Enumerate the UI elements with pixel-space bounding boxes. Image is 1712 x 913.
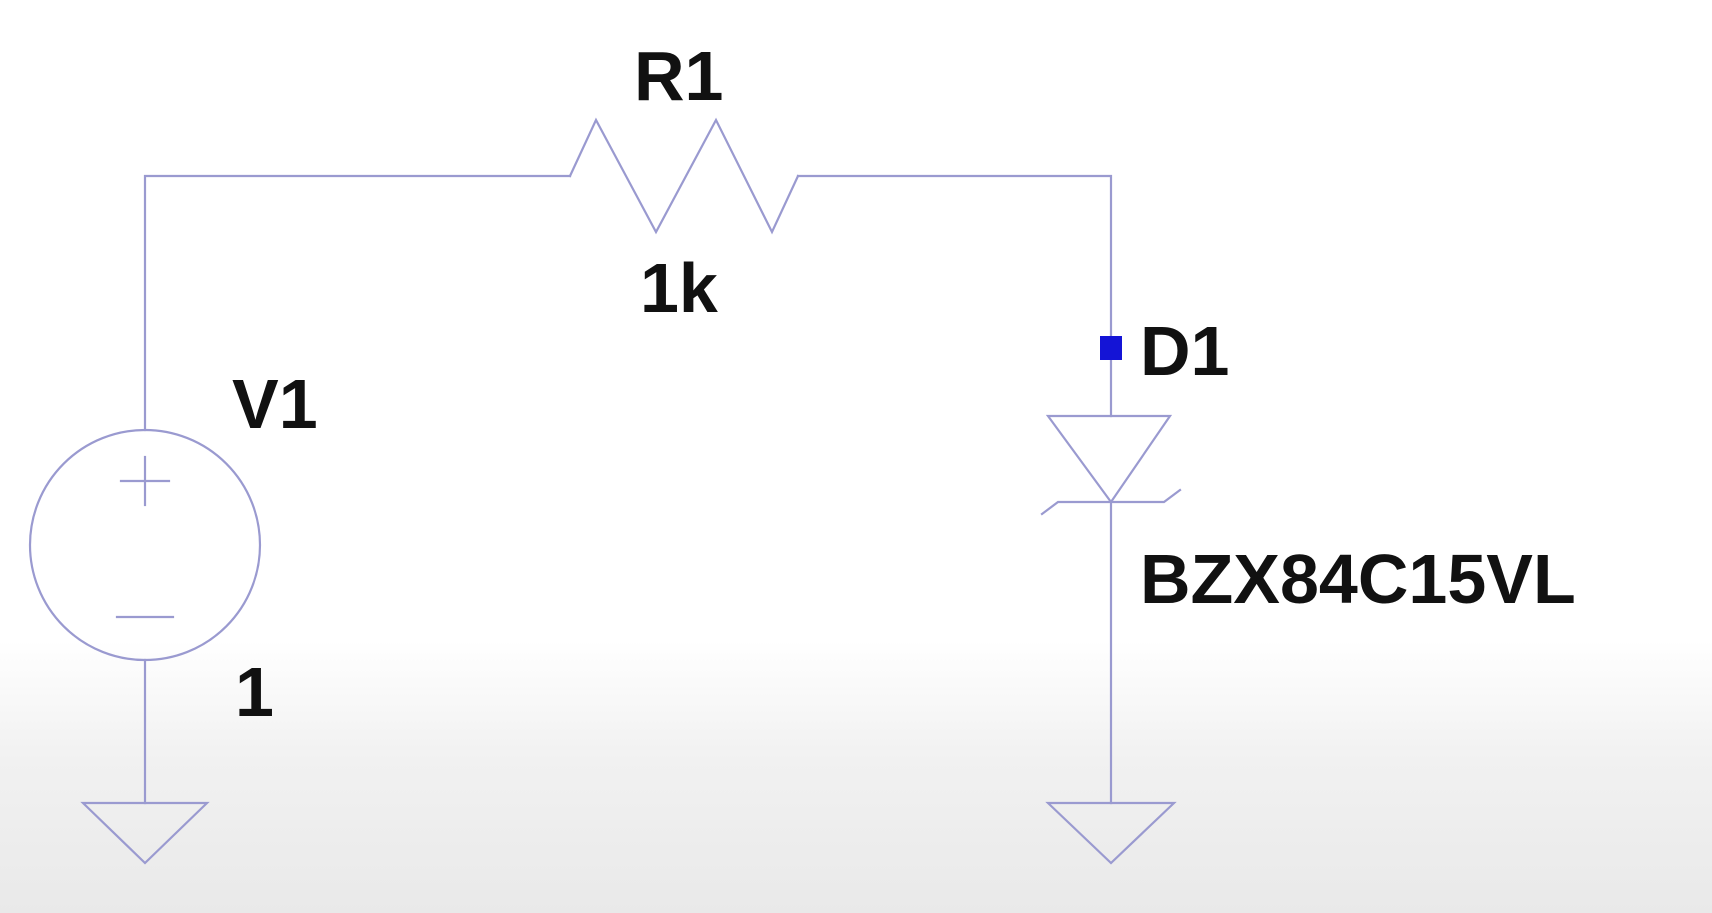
source-ref-label: V1 <box>232 365 318 443</box>
ground-icon-diode[interactable] <box>1045 801 1177 865</box>
resistor-value-label: 1k <box>640 249 718 327</box>
diode-ref-label: D1 <box>1140 312 1229 390</box>
node-marker[interactable] <box>1100 336 1122 360</box>
ground-icon-source[interactable] <box>80 801 210 865</box>
wire-source-to-resistor[interactable] <box>143 174 572 432</box>
resistor-ref-label: R1 <box>634 37 723 115</box>
wire-resistor-to-diode[interactable] <box>796 174 1113 350</box>
voltage-source-icon[interactable] <box>28 428 262 662</box>
zener-diode-icon[interactable] <box>1040 414 1182 516</box>
diode-value-label: BZX84C15VL <box>1140 540 1576 618</box>
source-value-label: 1 <box>235 653 274 731</box>
resistor-zigzag-icon[interactable] <box>568 117 800 235</box>
